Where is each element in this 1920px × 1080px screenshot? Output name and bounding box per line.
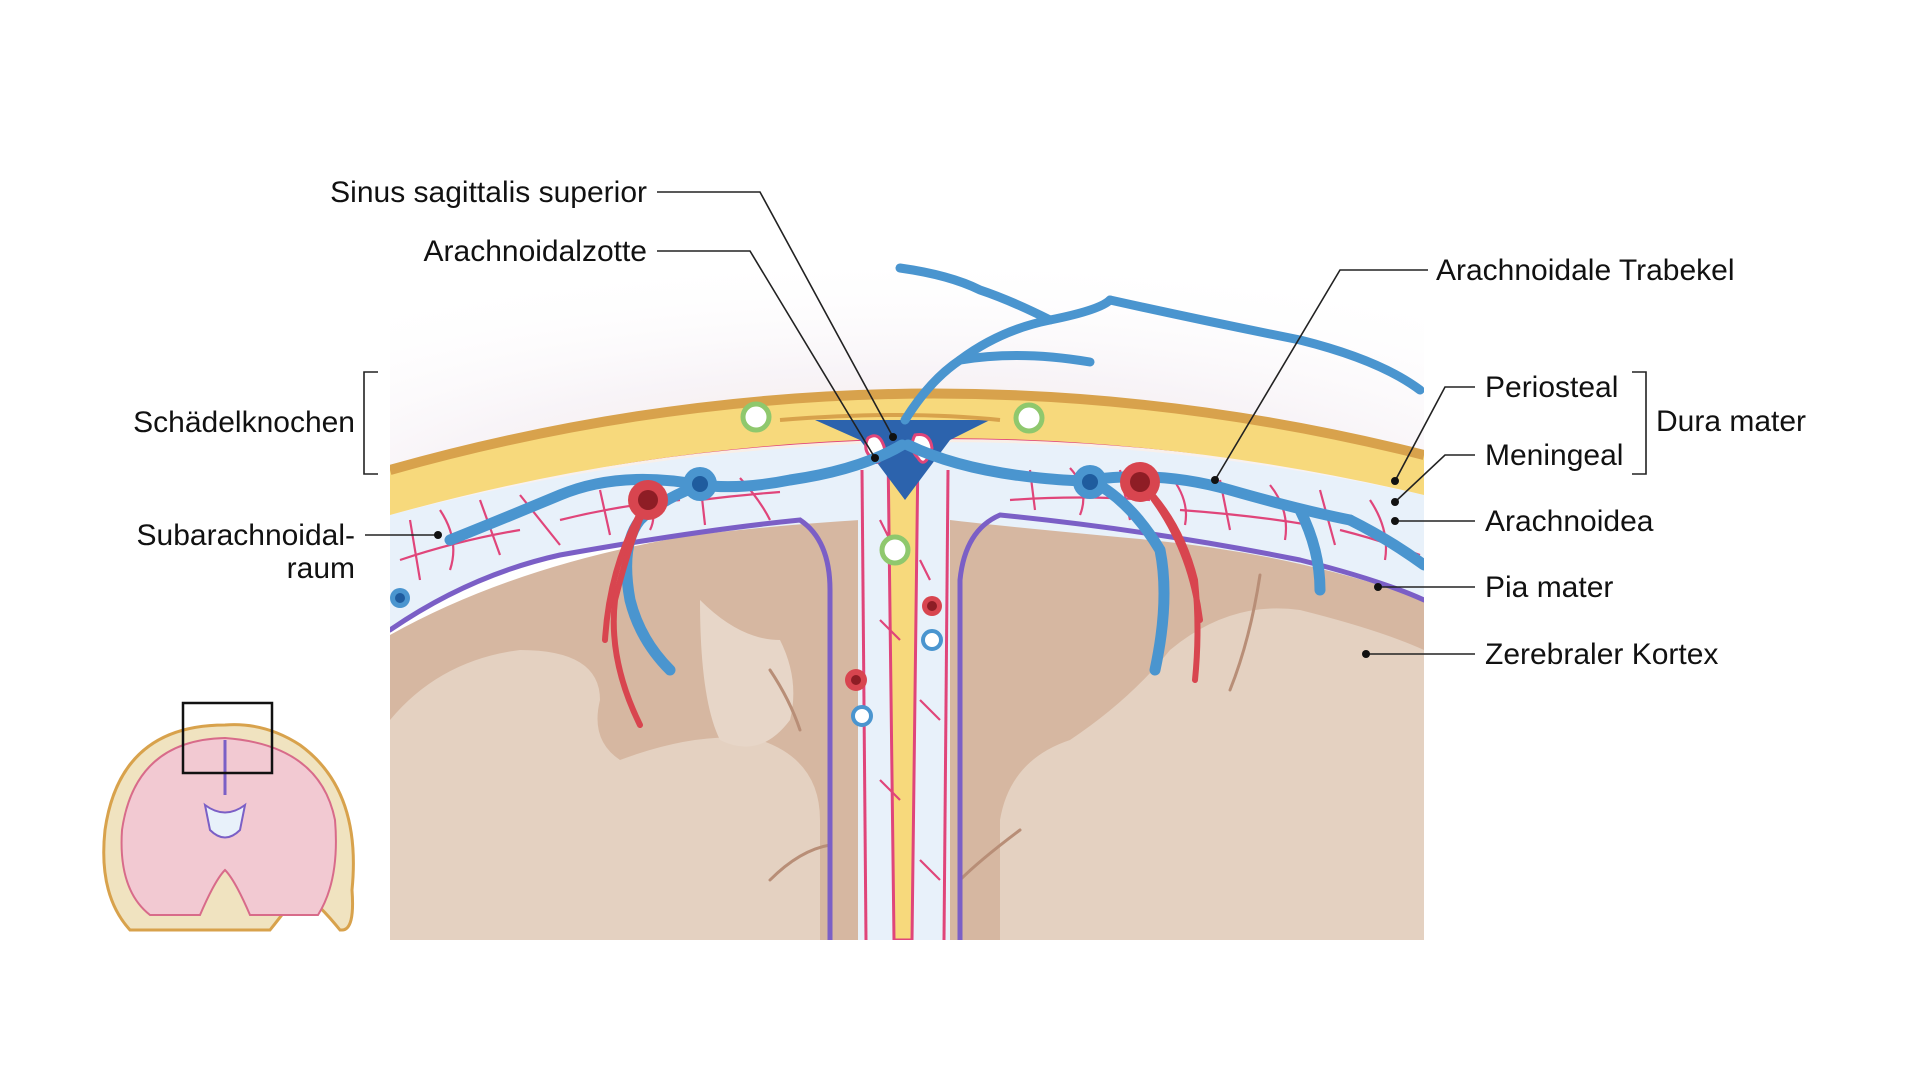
- inset-brain-diagram: [102, 701, 355, 932]
- periosteal-line: [390, 388, 1424, 475]
- leader-periosteal: [1394, 386, 1475, 482]
- emissary-veins: [895, 263, 1424, 425]
- sinus-highlight: [779, 413, 1001, 422]
- label-periosteal: Periosteal: [1485, 371, 1618, 404]
- venous-lacunae: [740, 401, 1045, 566]
- sulci: [768, 573, 1262, 882]
- bracket-dura: [1632, 371, 1647, 475]
- pia-mater-lines: [390, 512, 1424, 940]
- bracket-schaedel: [363, 371, 378, 475]
- inset-zoom-box: [181, 701, 274, 775]
- label-pia-mater: Pia mater: [1485, 571, 1613, 604]
- dot-periosteal: [1391, 477, 1399, 485]
- label-sinus-sagittalis: Sinus sagittalis superior: [330, 176, 647, 209]
- dot-meningeal: [1391, 498, 1399, 506]
- label-meningeal: Meningeal: [1485, 439, 1623, 472]
- labels: Sinus sagittalis superior Arachnoidalzot…: [133, 176, 1806, 671]
- dot-pia: [1374, 583, 1382, 591]
- leader-trabekel: [1214, 269, 1428, 481]
- label-subarachnoidalraum-line2: raum: [287, 552, 355, 585]
- falx-dura: [886, 448, 920, 940]
- superior-sagittal-sinus: [815, 420, 990, 500]
- arachnoid-midline: [860, 469, 950, 940]
- label-arachnoidalzotte: Arachnoidalzotte: [424, 235, 647, 268]
- label-arachnoidea: Arachnoidea: [1485, 505, 1654, 538]
- cortex-gyri: [390, 600, 1424, 940]
- dot-trabekel: [1211, 476, 1219, 484]
- label-dura-mater: Dura mater: [1656, 405, 1806, 438]
- skull-bone: [390, 393, 1424, 515]
- label-arachnoidale-trabekel: Arachnoidale Trabekel: [1436, 254, 1735, 287]
- label-schaedelknochen: Schädelknochen: [133, 406, 355, 439]
- leader-meningeal: [1394, 454, 1475, 503]
- dot-kortex: [1362, 650, 1370, 658]
- label-subarachnoidalraum-line1: Subarachnoidal-: [137, 519, 355, 552]
- dot-sinus: [889, 433, 897, 441]
- inset-ventricles: [203, 802, 247, 839]
- artery-cross-sections: [628, 462, 1160, 691]
- vein-cross-sections: [390, 465, 1107, 727]
- label-zerebraler-kortex: Zerebraler Kortex: [1485, 638, 1718, 671]
- dot-arachnoidea: [1391, 517, 1399, 525]
- dot-subarach: [434, 531, 442, 539]
- leader-zotte: [657, 250, 876, 459]
- main-illustration: [390, 220, 1424, 940]
- leader-lines: [365, 191, 1475, 658]
- leader-sinus: [657, 191, 894, 438]
- dot-zotte: [871, 454, 879, 462]
